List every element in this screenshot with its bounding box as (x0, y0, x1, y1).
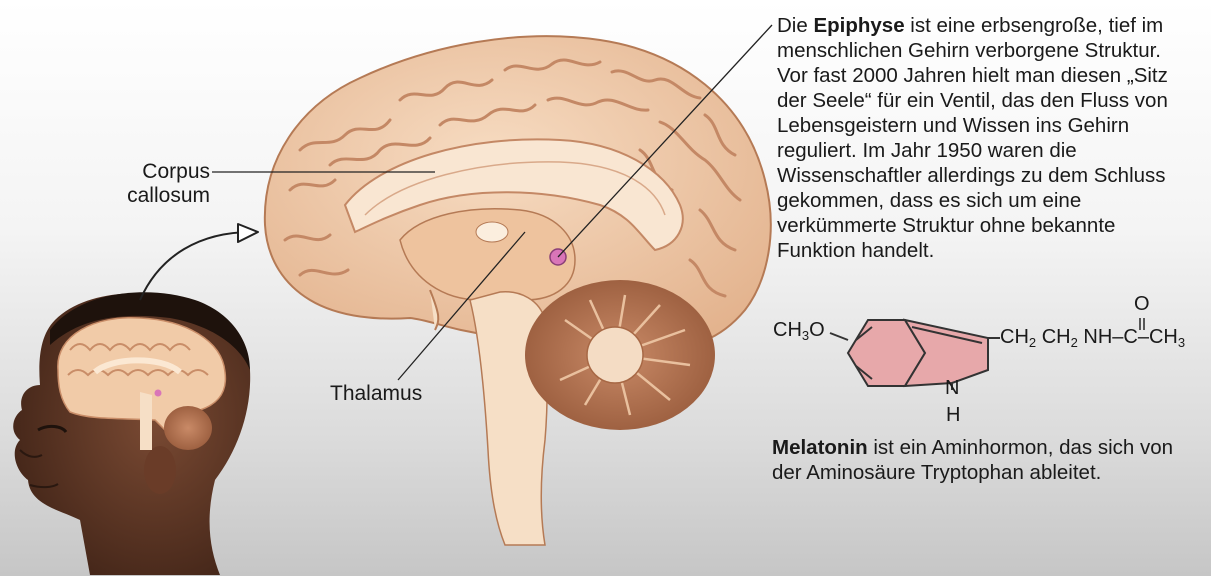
epiphyse-description: Die Epiphyse ist eine erbsengroße, tief … (777, 13, 1197, 263)
formula-methoxy: CH3O (773, 319, 825, 343)
formula-side-chain: CH2 CH2 NH–C–CH3 (1000, 326, 1186, 350)
description-bold: Epiphyse (813, 14, 905, 37)
label-corpus-callosum: Corpus callosum (120, 160, 210, 208)
pointer-arrow (139, 231, 253, 301)
caption-rest: ist ein Aminhormon, das sich von der Ami… (772, 436, 1174, 484)
description-rest: ist eine erbsengroße, tief im menschlich… (777, 14, 1168, 262)
description-prefix: Die (777, 14, 814, 37)
leader-line-epiphyse (557, 24, 773, 258)
corpus-line1: Corpus (142, 160, 210, 183)
formula-ring-n: N (945, 377, 960, 399)
head-illustration (13, 292, 251, 575)
corpus-line2: callosum (127, 184, 210, 207)
melatonin-caption: Melatonin ist ein Aminhormon, das sich v… (772, 435, 1202, 485)
formula-oxygen: O (1134, 293, 1150, 315)
brain-sagittal-section (263, 35, 772, 546)
caption-bold: Melatonin (772, 436, 868, 459)
label-thalamus: Thalamus (330, 382, 423, 405)
leader-line-thalamus (397, 231, 526, 381)
formula-ring-h: H (946, 404, 961, 426)
melatonin-structure (829, 318, 1145, 390)
